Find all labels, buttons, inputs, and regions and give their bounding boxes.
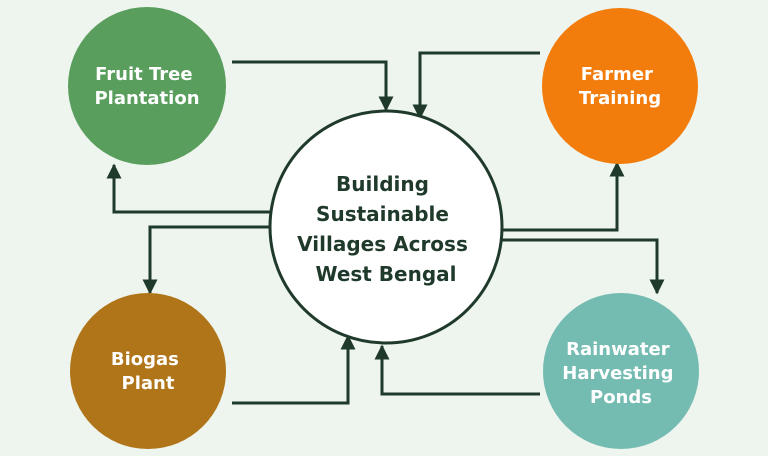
node-rainwater-harvesting-ponds: Rainwater Harvesting Ponds <box>543 293 699 449</box>
node-label: Rainwater Harvesting Ponds <box>562 339 680 408</box>
node-label-line: Farmer <box>581 64 653 85</box>
arrow-center-to-rainwater <box>500 238 665 295</box>
node-circle <box>68 7 226 165</box>
center-label: Building Sustainable Villages Across Wes… <box>297 172 475 286</box>
node-label: Biogas Plant <box>111 349 185 394</box>
node-label-line: Harvesting <box>562 363 673 384</box>
node-circle <box>70 293 226 449</box>
center-label-line: West Bengal <box>315 262 456 286</box>
arrow-fruit-to-center <box>232 60 394 112</box>
node-farmer-training: Farmer Training <box>542 8 698 164</box>
arrow-center-to-biogas <box>142 225 270 295</box>
node-biogas-plant: Biogas Plant <box>70 293 226 449</box>
node-label-line: Training <box>579 88 661 109</box>
arrow-biogas-to-center <box>232 334 356 405</box>
node-fruit-tree-plantation: Fruit Tree Plantation <box>68 7 226 165</box>
node-label: Fruit Tree Plantation <box>94 64 199 109</box>
node-label-line: Ponds <box>590 387 652 408</box>
center-label-line: Villages Across <box>297 232 468 256</box>
node-label-line: Plantation <box>94 88 199 109</box>
arrow-center-to-fruit <box>106 163 270 214</box>
node-circle <box>543 293 699 449</box>
node-label-line: Biogas <box>111 349 179 370</box>
node-label-line: Fruit Tree <box>95 64 192 85</box>
node-label: Farmer Training <box>579 64 661 109</box>
node-label-line: Rainwater <box>566 339 670 360</box>
center-label-line: Sustainable <box>316 202 449 226</box>
arrow-center-to-farmer <box>500 161 625 232</box>
center-node: Building Sustainable Villages Across Wes… <box>268 109 504 345</box>
center-label-line: Building <box>336 172 429 196</box>
node-label-line: Plant <box>122 373 175 394</box>
arrow-rainwater-to-center <box>374 344 540 396</box>
arrow-farmer-to-center <box>412 51 540 120</box>
center-circle <box>268 109 504 345</box>
connectors <box>106 51 665 405</box>
node-circle <box>542 8 698 164</box>
